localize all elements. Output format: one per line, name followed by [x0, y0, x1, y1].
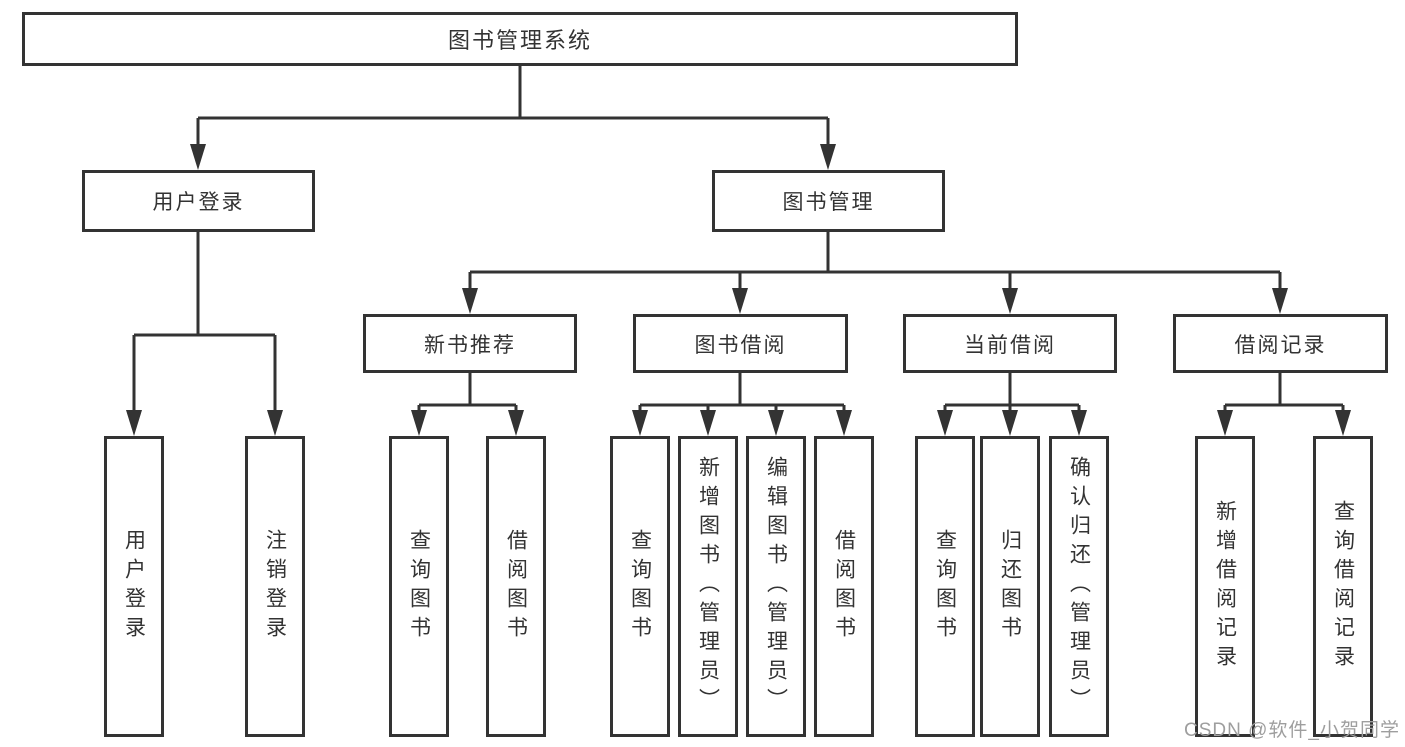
node-leaf-add-borrow-record: 新增借阅记录 [1195, 436, 1255, 737]
arrowhead [1071, 410, 1087, 436]
arrowhead [937, 410, 953, 436]
node-leaf-user-login: 用户登录 [104, 436, 164, 737]
node-new-book-recommendation: 新书推荐 [363, 314, 577, 373]
connector-rec-to-leaves [417, 373, 518, 412]
connector-login-to-leaves [132, 232, 277, 412]
leaf-label: 注销登录 [263, 528, 287, 645]
arrowhead [411, 410, 427, 436]
connector-mgmt-to-level3 [468, 232, 1282, 292]
leaf-label: 编辑图书（管理员） [764, 456, 788, 717]
leaf-label: 新增借阅记录 [1213, 499, 1237, 674]
arrowhead [1002, 410, 1018, 436]
leaf-label: 新增图书（管理员） [696, 456, 720, 717]
node-leaf-query-borrow-record: 查询借阅记录 [1313, 436, 1373, 737]
arrowhead [1272, 288, 1288, 314]
arrowhead [267, 410, 283, 436]
leaf-label: 查询图书 [407, 528, 431, 645]
node-book-management: 图书管理 [712, 170, 945, 232]
arrowhead [1002, 288, 1018, 314]
node-leaf-borrow-books: 借阅图书 [814, 436, 874, 737]
arrowhead [508, 410, 524, 436]
arrowhead [462, 288, 478, 314]
arrowhead [190, 144, 206, 170]
connector-borrow-to-leaves [638, 373, 846, 412]
leaf-label: 用户登录 [122, 528, 146, 645]
leaf-label: 确认归还（管理员） [1067, 456, 1091, 717]
arrowhead [1335, 410, 1351, 436]
arrowhead [820, 144, 836, 170]
node-leaf-confirm-return-admin: 确认归还（管理员） [1049, 436, 1109, 737]
leaf-label: 查询图书 [628, 528, 652, 645]
node-leaf-query-books-borrow: 查询图书 [610, 436, 670, 737]
node-book-borrowing: 图书借阅 [633, 314, 848, 373]
leaf-label: 借阅图书 [832, 528, 856, 645]
connector-root-to-level2 [196, 66, 830, 148]
arrowhead [632, 410, 648, 436]
node-library-management-system: 图书管理系统 [22, 12, 1018, 66]
node-leaf-edit-books-admin: 编辑图书（管理员） [746, 436, 806, 737]
leaf-label: 查询借阅记录 [1331, 499, 1355, 674]
leaf-label: 借阅图书 [504, 528, 528, 645]
arrowhead [700, 410, 716, 436]
arrowhead [1217, 410, 1233, 436]
node-leaf-borrow-books-rec: 借阅图书 [486, 436, 546, 737]
node-current-borrowing: 当前借阅 [903, 314, 1117, 373]
arrowhead [836, 410, 852, 436]
leaf-label: 查询图书 [933, 528, 957, 645]
node-leaf-query-books-current: 查询图书 [915, 436, 975, 737]
connector-current-to-leaves [943, 373, 1081, 412]
leaf-label: 归还图书 [998, 528, 1022, 645]
node-borrowing-records: 借阅记录 [1173, 314, 1388, 373]
node-user-login: 用户登录 [82, 170, 315, 232]
watermark: CSDN @软件_小贺同学 [1184, 720, 1400, 741]
arrowhead [732, 288, 748, 314]
node-leaf-query-books-rec: 查询图书 [389, 436, 449, 737]
connector-record-to-leaves [1223, 373, 1345, 412]
arrowhead [768, 410, 784, 436]
node-leaf-return-books: 归还图书 [980, 436, 1040, 737]
arrowhead [126, 410, 142, 436]
node-leaf-add-books-admin: 新增图书（管理员） [678, 436, 738, 737]
node-leaf-logout: 注销登录 [245, 436, 305, 737]
